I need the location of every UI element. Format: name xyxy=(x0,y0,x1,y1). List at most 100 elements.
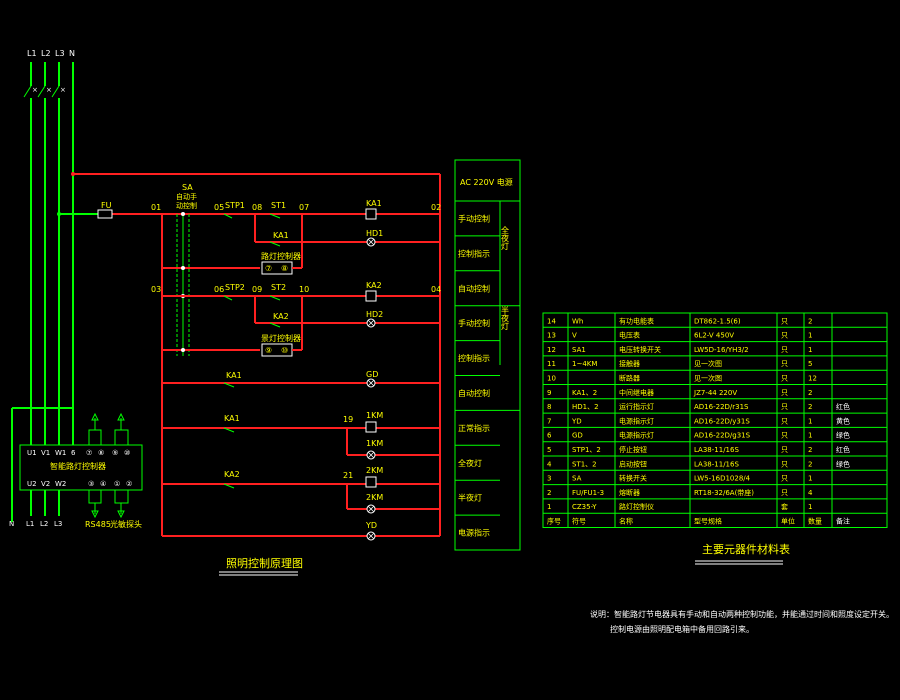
bom-cell: 符号 xyxy=(572,517,586,526)
side-row-9: 电源指示 xyxy=(458,528,490,538)
breaker-l3-icon xyxy=(51,85,60,98)
ctrl-pin-v1: V1 xyxy=(41,449,50,457)
bom-cell: 名称 xyxy=(619,517,633,526)
ctrl-pin-4: ④ xyxy=(100,480,106,488)
bom-cell: 只 xyxy=(781,417,788,425)
km2-label: 2KM xyxy=(366,466,383,475)
bom-cell: 1 xyxy=(547,503,551,511)
output-arrow-icon-2 xyxy=(117,412,125,421)
bom-cell: 5 xyxy=(808,360,812,368)
side-table: AC 220V 电源 手动控制控制指示自动控制手动控制控制指示自动控制正常指示全… xyxy=(454,159,521,551)
bom-cell: 套 xyxy=(781,502,788,511)
bom-cell: 2 xyxy=(547,489,551,497)
ctrl1-pin-7: ⑦ xyxy=(265,264,272,273)
bom-cell: 备注 xyxy=(836,517,850,526)
bom-cell: ST1、2 xyxy=(572,460,597,468)
stp1-contact-icon xyxy=(223,213,233,219)
node-05: 05 xyxy=(214,203,224,212)
side-row-6: 正常指示 xyxy=(458,423,490,433)
supply-lines: L1 L2 L3 N × × × xyxy=(11,49,98,522)
hd2-label: HD2 xyxy=(366,310,383,319)
bom-cell: SA1 xyxy=(572,346,586,354)
bom-cell: RT18-32/6A(带座) xyxy=(694,488,754,497)
bom-cell: 只 xyxy=(781,460,788,468)
bom-cell: 1 xyxy=(808,332,812,340)
side-row-2: 自动控制 xyxy=(458,283,490,293)
bom-cell: V xyxy=(572,332,577,340)
bom-cell: 只 xyxy=(781,346,788,354)
ctrl-pin-1: ① xyxy=(114,480,120,488)
km1-lamp-label: 1KM xyxy=(366,439,383,448)
bom-cell: LA38-11/16S xyxy=(694,446,739,454)
bom-cell: 单位 xyxy=(781,517,795,526)
ka1-coil-icon xyxy=(365,208,377,220)
bom-cell: 1 xyxy=(808,346,812,354)
side-row-0: 手动控制 xyxy=(458,213,490,223)
bom-cell: 见一次图 xyxy=(694,374,722,383)
bom-cell: 2 xyxy=(808,460,812,468)
ctrl-pin-w1: W1 xyxy=(55,449,66,457)
bom-cell: 中间继电器 xyxy=(619,388,654,397)
ctrl-line-l3: L3 xyxy=(54,520,62,528)
bom-cell: 序号 xyxy=(547,517,561,526)
ka1-coil-label: KA1 xyxy=(366,199,382,208)
fuse-icon xyxy=(97,209,113,219)
ctrl-pin-7: ⑦ xyxy=(86,449,92,457)
bom-cell: 熔断器 xyxy=(619,488,640,497)
node-04: 04 xyxy=(431,285,441,294)
bom-cell: 14 xyxy=(547,317,556,325)
bom-cell: 断路器 xyxy=(619,374,640,383)
bom-cell: AD16-22D/y31S xyxy=(694,417,750,425)
bom-cell: 8 xyxy=(547,403,551,411)
ka2-coil-icon xyxy=(365,290,377,302)
ctrl-line-l2: L2 xyxy=(40,520,48,528)
ctrl-pin-w2: W2 xyxy=(55,480,66,488)
note-line-2: 控制电源由照明配电箱中备用回路引来。 xyxy=(610,624,754,634)
bom-cell: 只 xyxy=(781,403,788,411)
st1-label: ST1 xyxy=(271,201,286,210)
bom-cell: 只 xyxy=(781,332,788,340)
ka1-self-contact-icon xyxy=(269,241,281,247)
note-line-1: 说明：智能路灯节电器具有手动和自动两种控制功能，并能通过时间和照度设定开关。 xyxy=(590,609,894,619)
photo-sensor-label: 光敏探头 xyxy=(110,519,142,529)
bom-cell: 1 xyxy=(808,432,812,440)
svg-text:×: × xyxy=(46,86,52,94)
ka1-km-label: KA1 xyxy=(224,414,240,423)
bom-cell: 红色 xyxy=(836,402,850,411)
ka2-self-label: KA2 xyxy=(273,312,289,321)
ctrl2-pin-9: ⑨ xyxy=(265,346,272,355)
ka1-gd-label: KA1 xyxy=(226,371,242,380)
ctrl-line-l1: L1 xyxy=(26,520,34,528)
ctrl-pin-9: ⑨ xyxy=(112,449,118,457)
bom-cell: KA1、2 xyxy=(572,389,597,397)
ka2-coil-label: KA2 xyxy=(366,281,382,290)
branch-2km: KA2 2KM 2KM xyxy=(162,466,440,514)
bom-cell: 电源指示灯 xyxy=(619,431,654,440)
ctrl1-label: 路灯控制器 xyxy=(261,251,301,261)
side-row-3: 手动控制 xyxy=(458,318,490,328)
side-row-7: 全夜灯 xyxy=(458,458,482,468)
node-03: 03 xyxy=(151,285,161,294)
bom-cell: 5 xyxy=(547,446,551,454)
side-table-header: AC 220V 电源 xyxy=(460,177,513,187)
st2-contact-icon xyxy=(269,295,281,301)
bom-cell: HD1、2 xyxy=(572,403,599,411)
switch-label-2: 自动手 xyxy=(176,192,197,201)
bom-cell: 启动按钮 xyxy=(619,459,647,468)
bom-cell: 1 xyxy=(808,417,812,425)
bom-cell: Wh xyxy=(572,317,583,325)
phase-label-l3: L3 xyxy=(55,49,65,58)
ctrl-pin-2: ② xyxy=(126,480,132,488)
ka1-self-label: KA1 xyxy=(273,231,289,240)
control-frame xyxy=(71,172,441,537)
stp1-label: STP1 xyxy=(225,201,245,210)
bom-cell: 2 xyxy=(808,317,812,325)
smart-controller: U1 V1 W1 6 ⑦ ⑧ ⑨ ⑩ 智能路灯控制器 U2 V2 W2 ③ ④ … xyxy=(9,412,143,529)
bom-cell: DT862-1.5(6) xyxy=(694,317,741,325)
ctrl-pin-3: ③ xyxy=(88,480,94,488)
bom-cell: 只 xyxy=(781,375,788,383)
ka1-gd-contact-icon xyxy=(223,382,235,388)
bom-cell: LW5-16D1028/4 xyxy=(694,475,751,483)
